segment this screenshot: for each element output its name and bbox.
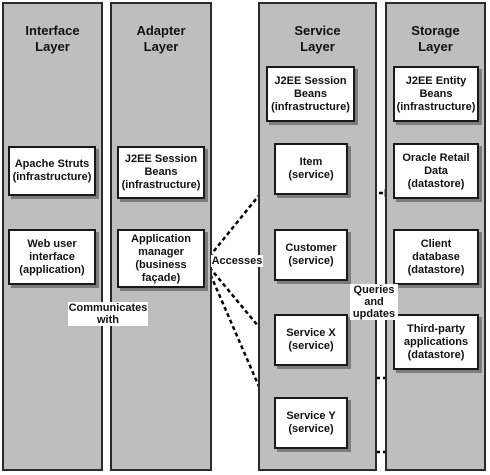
oracle-retail-data-box: Oracle Retail Data (datastore)	[393, 143, 479, 199]
entity-beans-box: J2EE Entity Beans (infrastructure)	[393, 66, 479, 122]
client-database-box: Client database (datastore)	[393, 229, 479, 285]
communicates-with-label: Communicates with	[68, 302, 148, 326]
service-y-label: Service Y (service)	[286, 410, 336, 435]
service-x-label: Service X (service)	[286, 327, 336, 352]
service-session-beans-box: J2EE Session Beans (infrastructure)	[266, 66, 355, 122]
web-user-interface-label: Web user interface (application)	[19, 237, 85, 276]
application-manager-label: Application manager (business façade)	[131, 232, 191, 284]
web-user-interface-box: Web user interface (application)	[8, 229, 96, 285]
apache-struts-label: Apache Struts (infrastructure)	[12, 158, 92, 183]
customer-service-label: Customer (service)	[285, 242, 337, 267]
oracle-retail-data-label: Oracle Retail Data (datastore)	[402, 151, 470, 190]
adapter-layer-title: Adapter Layer	[136, 23, 186, 54]
item-service-box: Item (service)	[274, 143, 348, 195]
accesses-label: Accesses	[211, 255, 263, 267]
service-layer-title: Service Layer	[294, 23, 341, 54]
storage-layer-title: Storage Layer	[411, 23, 460, 54]
client-database-label: Client database (datastore)	[407, 237, 465, 276]
third-party-applications-label: Third-party applications (datastore)	[403, 322, 469, 361]
adapter-session-beans-box: J2EE Session Beans (infrastructure)	[117, 146, 205, 199]
service-x-box: Service X (service)	[274, 314, 348, 366]
application-manager-box: Application manager (business façade)	[117, 229, 205, 288]
interface-layer-title: Interface Layer	[25, 23, 80, 54]
apache-struts-box: Apache Struts (infrastructure)	[8, 146, 96, 196]
service-session-beans-label: J2EE Session Beans (infrastructure)	[271, 74, 350, 113]
entity-beans-label: J2EE Entity Beans (infrastructure)	[396, 74, 476, 113]
item-service-label: Item (service)	[288, 156, 334, 181]
third-party-applications-box: Third-party applications (datastore)	[393, 314, 479, 370]
service-y-box: Service Y (service)	[274, 397, 348, 449]
customer-service-box: Customer (service)	[274, 229, 348, 281]
queries-and-updates-label: Queries and updates	[350, 284, 398, 320]
adapter-session-beans-label: J2EE Session Beans (infrastructure)	[121, 153, 201, 191]
